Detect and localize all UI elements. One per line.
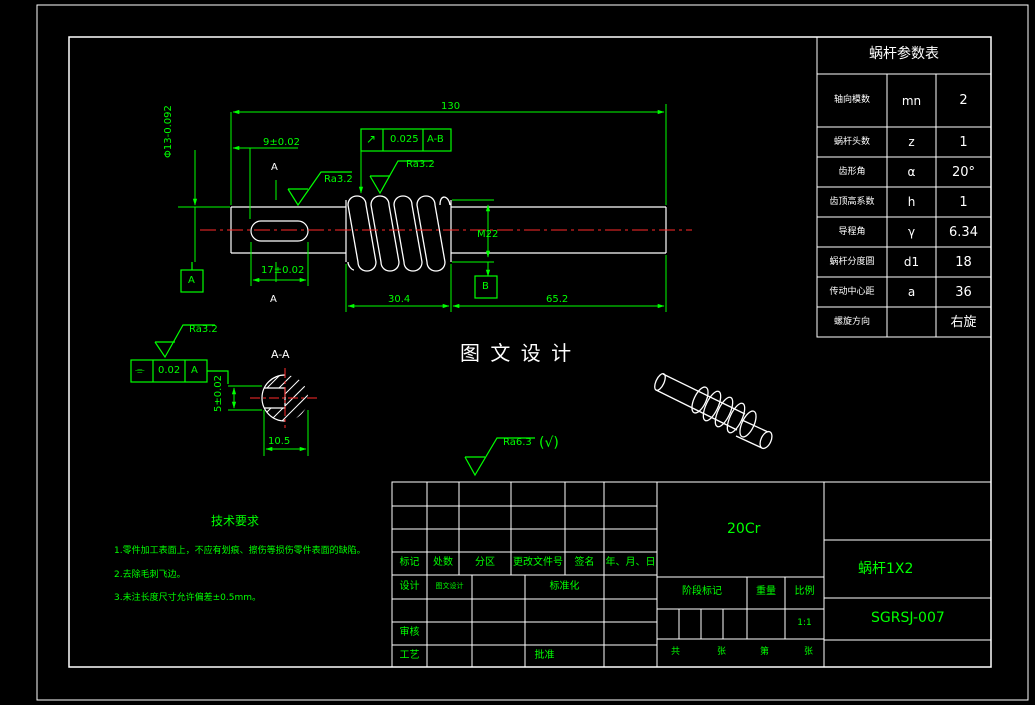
runout-symbol: ↗ <box>366 132 377 146</box>
watermark-text: 图 文 设 计 <box>460 341 574 365</box>
param-name: 轴向模数 <box>833 95 870 105</box>
worm-3d-sketch <box>654 373 773 450</box>
param-symbol: γ <box>907 225 916 239</box>
param-symbol: a <box>907 285 916 299</box>
dim-shaft-dia: Φ13-0.092 <box>163 105 174 158</box>
tech-item-1: 1.零件加工表面上，不应有划痕、擦伤等损伤零件表面的缺陷。 <box>114 546 366 556</box>
ratio-label: 比例 <box>794 586 815 597</box>
dim-section-depth: 5±0.02 <box>213 374 224 412</box>
tech-title: 技术要求 <box>211 514 260 528</box>
title-block-grid <box>391 481 992 668</box>
param-name: 齿顶高系数 <box>829 196 875 207</box>
param-name: 传动中心距 <box>829 286 875 297</box>
param-name: 齿形角 <box>838 166 866 177</box>
sheets-unit-2: 张 <box>804 647 814 657</box>
param-name: 蜗杆头数 <box>833 136 870 147</box>
rev-header-file: 更改文件号 <box>513 557 563 568</box>
param-symbol: α <box>907 165 916 179</box>
rev-header-count: 处数 <box>433 557 453 568</box>
design-label: 设计 <box>399 581 420 592</box>
tech-item-2: 2.去除毛刺飞边。 <box>114 570 186 580</box>
datum-a: A <box>188 275 195 286</box>
roughness-general-suffix: (√) <box>539 435 559 451</box>
dimension-lines <box>178 104 667 312</box>
scale-value: 1:1 <box>797 618 812 628</box>
tolerance-frames <box>130 128 498 384</box>
param-symbol: d1 <box>903 255 920 269</box>
runout-value: 0.025 <box>390 134 419 145</box>
dim-end-len: 65.2 <box>546 294 569 305</box>
param-value: 36 <box>955 284 972 300</box>
param-value: 20° <box>951 164 976 180</box>
weight-label: 重量 <box>756 586 776 597</box>
rev-header-date: 年、月、日 <box>605 557 656 568</box>
standardize-label: 标准化 <box>549 581 580 592</box>
sheets-total-label: 共 <box>671 647 681 657</box>
worm-threads <box>347 195 451 272</box>
symmetry-value: 0.02 <box>158 365 181 376</box>
roughness-general: Ra6.3 <box>503 437 532 448</box>
section-title: A-A <box>271 348 290 361</box>
section-cut-label-top: A <box>271 162 278 173</box>
param-table-grid <box>816 36 992 338</box>
dim-section-width: 10.5 <box>268 436 291 447</box>
dim-key-pos: 9±0.02 <box>263 137 301 148</box>
param-name: 蜗杆分度圆 <box>829 256 875 267</box>
roughness-r1: Ra3.2 <box>324 174 353 185</box>
designer-signature: 图文设计 <box>435 582 464 590</box>
param-symbol: z <box>908 135 915 149</box>
stage-mark-label: 阶段标记 <box>682 586 722 597</box>
worm-shaft <box>230 200 667 262</box>
param-symbol: h <box>907 195 916 209</box>
roughness-symbols <box>154 160 535 477</box>
dim-thread-dia: M22 <box>477 229 499 240</box>
approve-label: 批准 <box>534 650 555 661</box>
review-label: 审核 <box>399 627 420 638</box>
dim-worm-len: 30.4 <box>388 294 411 305</box>
param-value: 1 <box>959 134 968 150</box>
dim-overall: 130 <box>441 101 461 112</box>
param-name: 螺旋方向 <box>833 316 870 327</box>
param-value: 2 <box>959 93 968 108</box>
section-cut-label-bottom: A <box>270 294 277 305</box>
dim-key-len: 17±0.02 <box>261 265 305 276</box>
rev-header-mark: 标记 <box>399 557 420 568</box>
material-label: 20Cr <box>727 521 761 537</box>
param-value: 6.34 <box>949 224 978 240</box>
tech-item-3: 3.未注长度尺寸允许偏差±0.5mm。 <box>114 593 261 603</box>
part-name: 蜗杆1X2 <box>858 561 914 577</box>
param-name: 导程角 <box>838 226 866 237</box>
sheet-no-label: 第 <box>760 647 770 657</box>
outer-border <box>36 4 1029 701</box>
sheets-unit-1: 张 <box>717 647 727 657</box>
param-value: 右旋 <box>950 314 977 330</box>
param-symbol: mn <box>901 93 922 108</box>
runout-datum: A-B <box>427 134 444 145</box>
drawing-code: SGRSJ-007 <box>871 610 945 626</box>
param-value: 1 <box>959 194 968 210</box>
process-label: 工艺 <box>399 650 420 661</box>
param-value: 18 <box>955 254 972 270</box>
roughness-r2: Ra3.2 <box>406 159 435 170</box>
datum-b: B <box>482 281 489 292</box>
rev-header-zone: 分区 <box>475 557 495 568</box>
rev-header-sign: 签名 <box>574 557 595 568</box>
roughness-r3: Ra3.2 <box>189 324 218 335</box>
param-table-title: 蜗杆参数表 <box>869 46 939 62</box>
symmetry-symbol: ⌯ <box>135 363 145 377</box>
symmetry-datum: A <box>191 365 198 376</box>
